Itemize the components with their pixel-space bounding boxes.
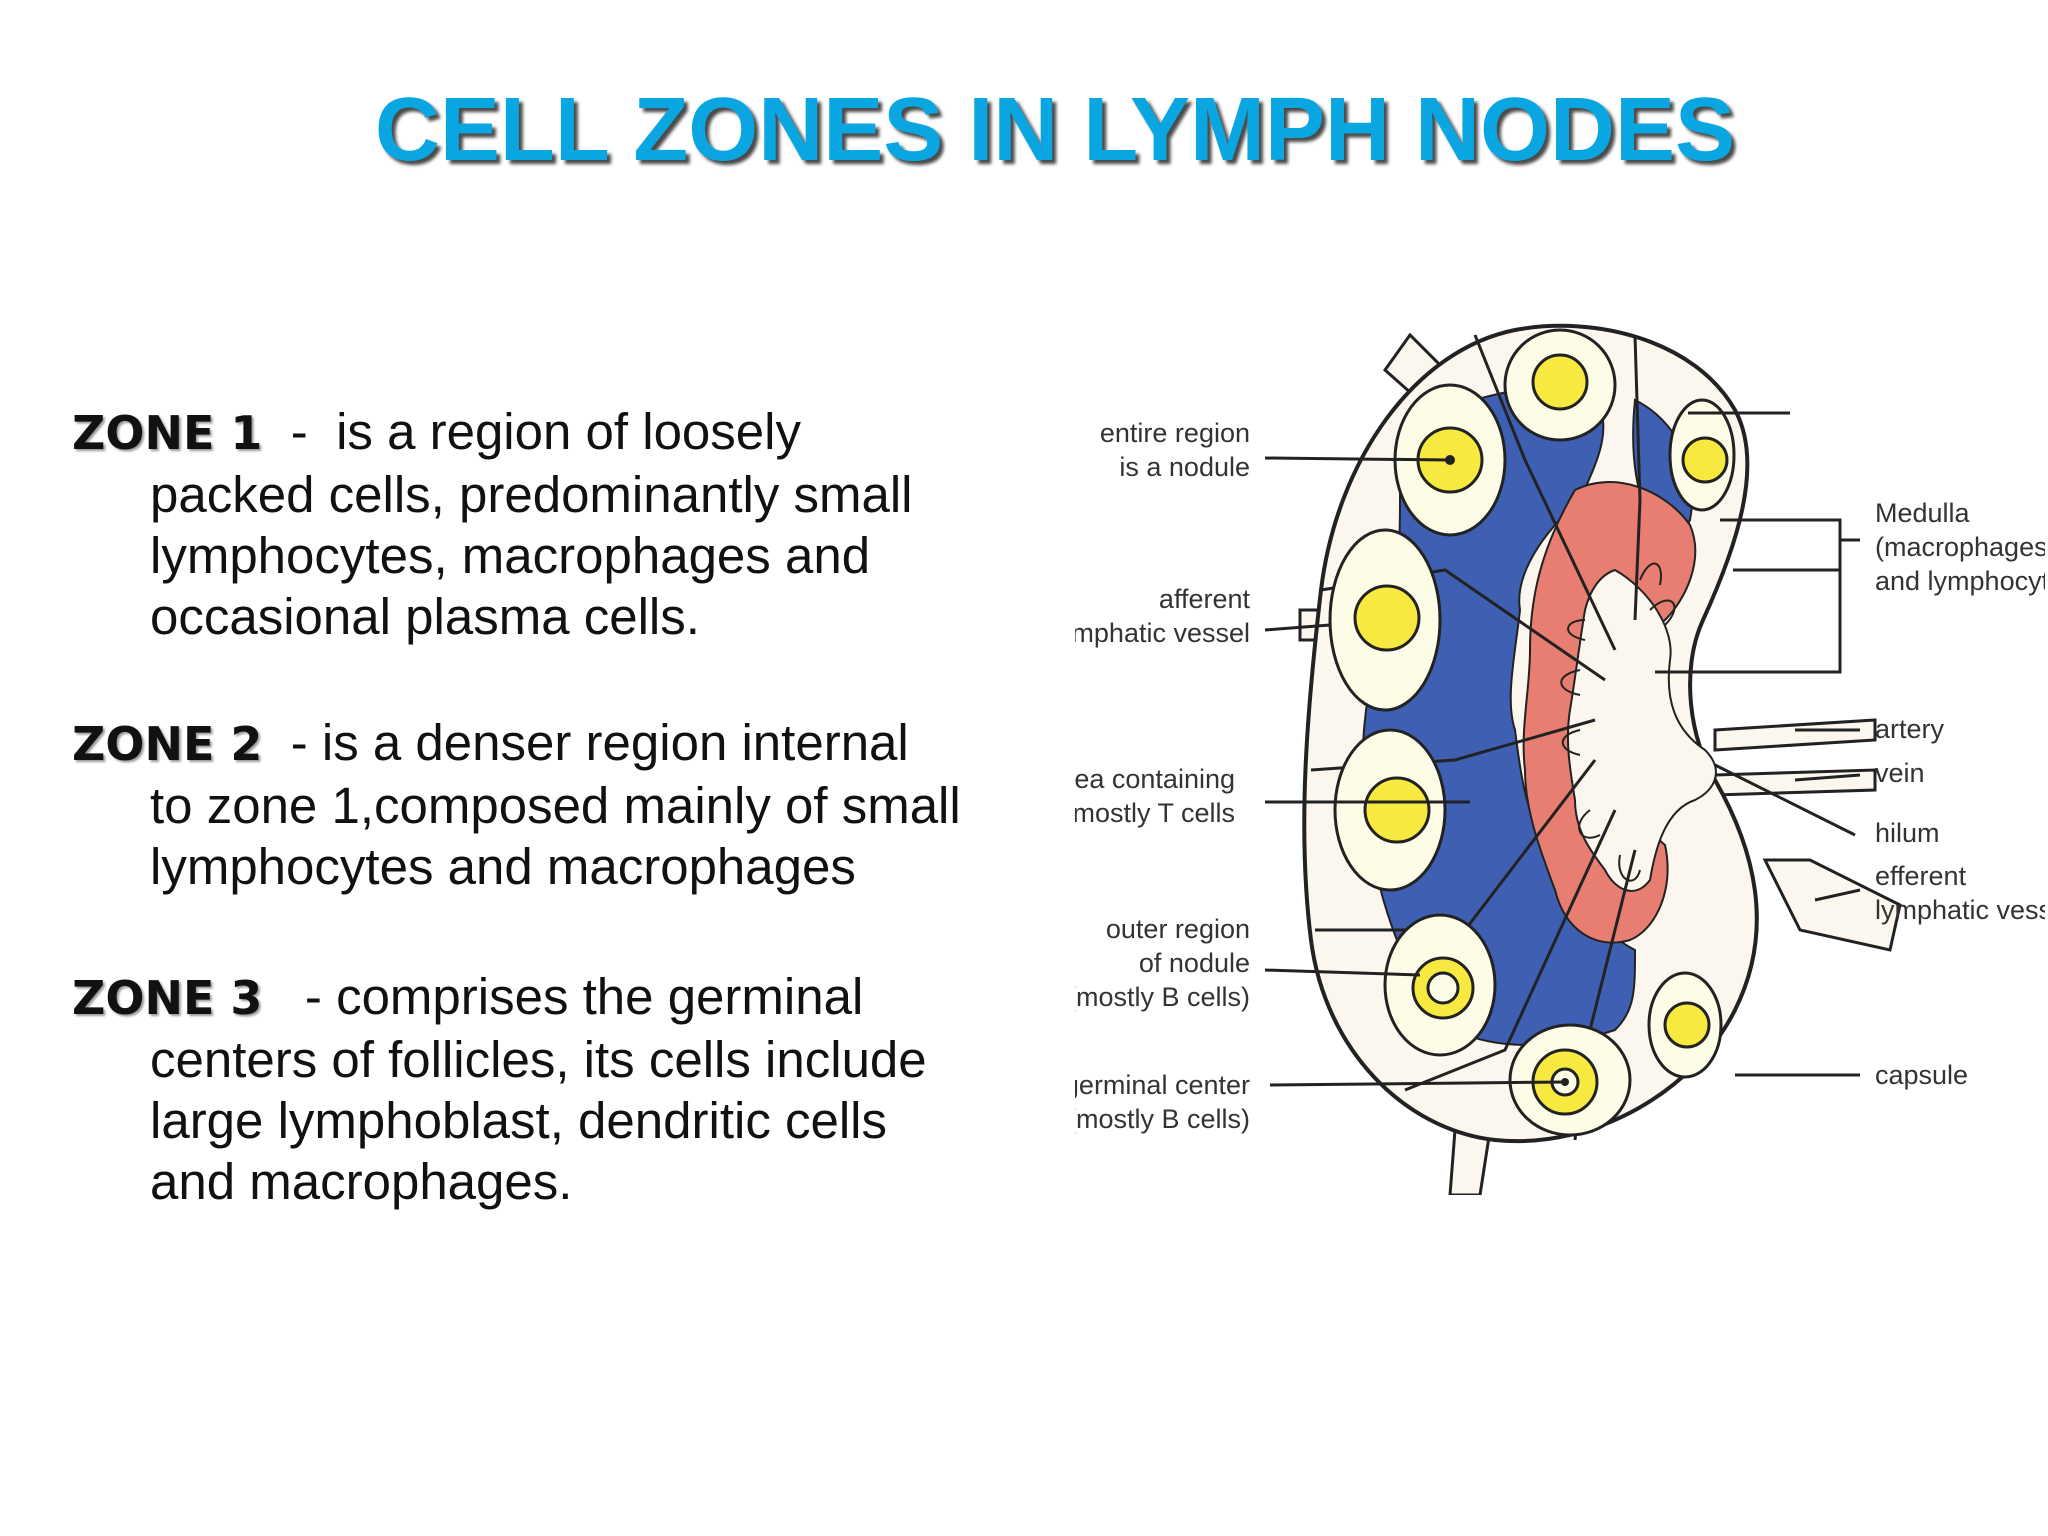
slide-title: CELL ZONES IN LYMPH NODES: [374, 80, 1736, 180]
leader-line: [1714, 763, 1856, 837]
nodule: [1647, 971, 1723, 1079]
medullary-cord: [1560, 669, 1581, 696]
nodule: [1503, 328, 1617, 442]
lymph-node-diagram: entire region is a nodule afferent lymph…: [1075, 290, 2045, 1195]
nodule: [1328, 528, 1442, 712]
label-hilum: hilum: [1875, 818, 1940, 848]
label-entire-region-2: is a nodule: [1119, 452, 1250, 482]
zone-2-label: ZONE 2: [72, 717, 263, 771]
nodule: [1508, 1023, 1632, 1137]
zone-3-label: ZONE 3: [72, 971, 263, 1025]
nodules: [1328, 328, 1736, 1137]
label-afferent-2: lymphatic vessel: [1075, 618, 1250, 648]
zone-2-line: lymphocytes and macrophages: [150, 838, 856, 895]
label-artery: artery: [1875, 714, 1945, 744]
leader-line: [1655, 518, 1842, 674]
label-vein: vein: [1875, 758, 1925, 788]
label-outer-region-1: outer region: [1106, 914, 1250, 944]
zone-2-lead-text: - is a denser region internal: [262, 714, 909, 771]
leader-line: [1264, 456, 1451, 462]
zone-2-line: to zone 1,composed mainly of small: [150, 777, 961, 834]
labels-left: entire region is a nodule afferent lymph…: [1075, 418, 1250, 1134]
zone-1-description: ZONE 1 - is a region of loosely packed c…: [72, 401, 1072, 647]
label-entire-region-1: entire region: [1100, 418, 1250, 448]
label-outer-region-2: of nodule: [1139, 948, 1250, 978]
zone-2-description: ZONE 2 - is a denser region internal to …: [72, 712, 1072, 897]
nodule: [1333, 728, 1447, 892]
leader-line: [1264, 623, 1331, 632]
zone-1-line: occasional plasma cells.: [150, 588, 700, 645]
labels-right: Medulla (macrophages and lymphocytes) ar…: [1875, 498, 2045, 1090]
label-outer-region-3: (mostly B cells): [1075, 982, 1250, 1012]
medullary-cord: [1649, 599, 1676, 626]
hilum-sinus: [1566, 568, 1717, 892]
nodule: [1668, 398, 1736, 512]
artery-vessel: [1713, 718, 1877, 752]
label-afferent-1: afferent: [1159, 584, 1251, 614]
leader-line: [1269, 1080, 1566, 1087]
zone-3-line: large lymphoblast, dendritic cells: [150, 1092, 888, 1149]
nodule: [1383, 913, 1497, 1057]
vein-vessel: [1713, 768, 1877, 797]
label-germinal-center-1: germinal center: [1075, 1070, 1250, 1100]
zone-3-first-line: ZONE 3 - comprises the germinal: [72, 966, 1072, 1029]
zone-2-first-line: ZONE 2 - is a denser region internal: [72, 712, 1072, 775]
trabecula: [1473, 334, 1617, 651]
efferent-vessel: [1762, 858, 1902, 952]
zone-1-lead-text: - is a region of loosely: [262, 403, 801, 460]
zone-1-first-line: ZONE 1 - is a region of loosely: [72, 401, 1072, 464]
zone-1-label: ZONE 1: [72, 406, 263, 460]
zone-3-line: centers of follicles, its cells include: [150, 1031, 927, 1088]
medullary-cord: [1639, 562, 1662, 586]
leader-lines: [1264, 411, 1861, 1087]
label-medulla-2: (macrophages: [1875, 532, 2045, 562]
label-capsule: capsule: [1875, 1060, 1968, 1090]
medullary-cord: [1578, 809, 1601, 839]
trabecula: [1633, 334, 1642, 621]
leader-line: [1264, 968, 1421, 977]
leader-line: [1794, 773, 1861, 782]
label-efferent-1: efferent: [1875, 861, 1967, 891]
zone-1-line: lymphocytes, macrophages and: [150, 527, 871, 584]
zone-3-lead-text: - comprises the germinal: [262, 968, 864, 1025]
label-germinal-center-2: (mostly B cells): [1075, 1104, 1250, 1134]
medullary-cord: [1561, 729, 1581, 756]
trabecula: [1404, 809, 1617, 1092]
zone-3-description: ZONE 3 - comprises the germinal centers …: [72, 966, 1072, 1212]
label-medulla-1: Medulla: [1875, 498, 1971, 528]
zone-3-line: and macrophages.: [150, 1153, 573, 1210]
label-efferent-2: lymphatic vessel: [1875, 895, 2045, 925]
zone-1-line: packed cells, predominantly small: [150, 466, 913, 523]
label-medulla-3: and lymphocytes): [1875, 566, 2045, 596]
label-t-cells-1: area containing: [1075, 764, 1235, 794]
lymph-node-svg: entire region is a nodule afferent lymph…: [1075, 323, 2045, 1195]
leader-line: [1814, 888, 1861, 902]
label-t-cells-2: mostly T cells: [1075, 798, 1235, 828]
medullary-cord: [1567, 619, 1586, 641]
